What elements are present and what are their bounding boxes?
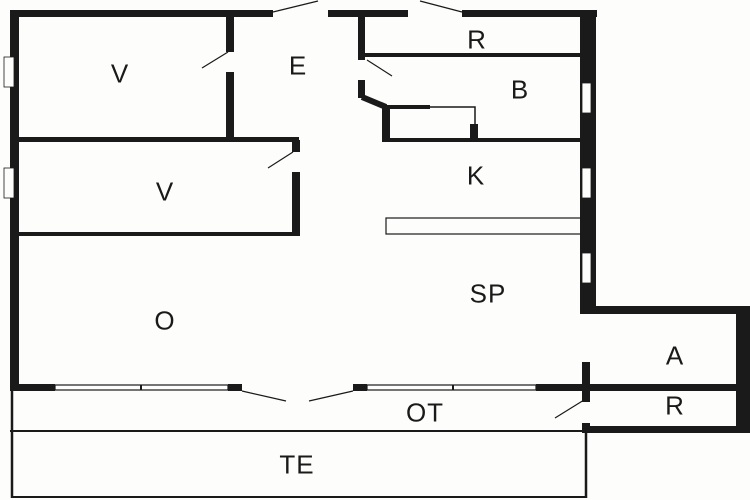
- room-label-b: B: [510, 74, 530, 105]
- room-label-e: E: [288, 50, 308, 81]
- room-label-ot: OT: [405, 397, 445, 428]
- room-label-r2: R: [665, 390, 685, 421]
- room-label-v1: V: [110, 58, 130, 89]
- room-label-k: K: [466, 160, 486, 191]
- room-label-r1: R: [467, 24, 487, 55]
- room-label-sp: SP: [469, 278, 507, 309]
- walls: [10, 10, 750, 433]
- room-label-v2: V: [155, 176, 175, 207]
- thin-lines: [10, 0, 588, 498]
- room-label-te: TE: [279, 449, 315, 480]
- windows: [3, 56, 592, 284]
- room-label-a: A: [665, 340, 685, 371]
- room-label-o: O: [154, 305, 176, 336]
